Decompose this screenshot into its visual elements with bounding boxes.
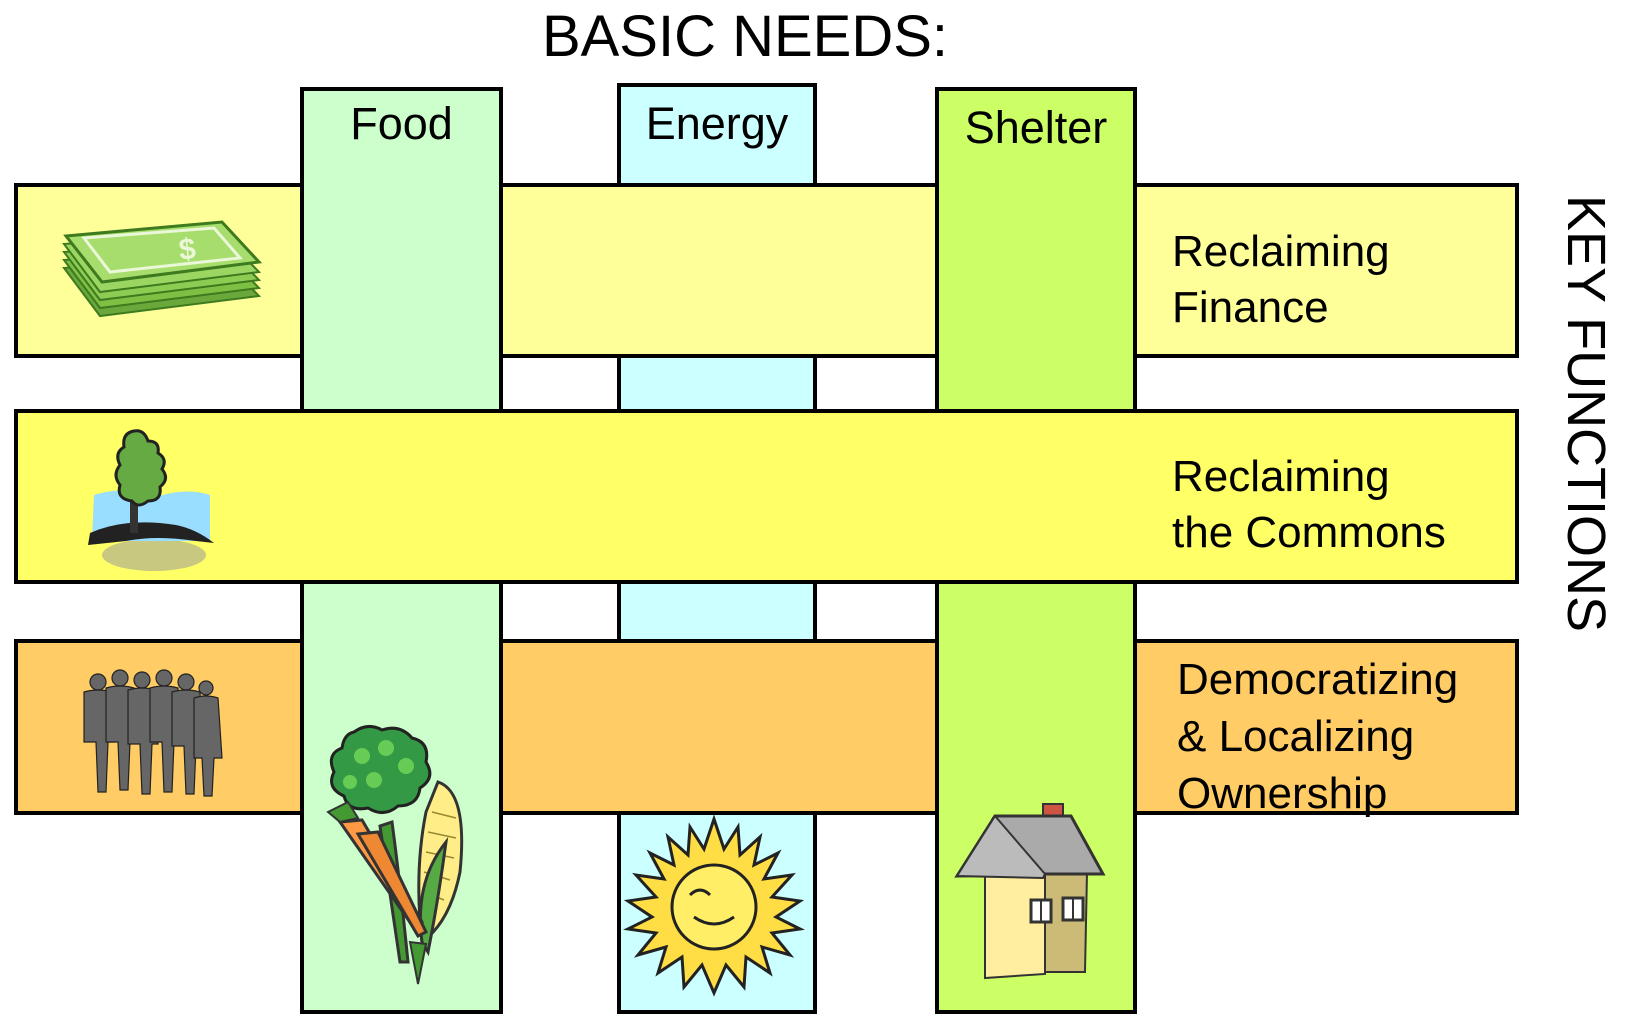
row-ownership [14,639,1519,815]
svg-text:$: $ [177,232,197,267]
diagram-title: BASIC NEEDS: [541,4,949,69]
side-label: KEY FUNCTIONS [1556,195,1630,775]
money-stack-icon: $ [62,220,263,318]
row-finance [14,183,1519,358]
column-food-over-finance [300,183,503,358]
row-label-finance: Reclaiming Finance [1172,227,1390,332]
row-commons [14,409,1519,584]
house-icon [954,803,1106,980]
side-label-text: KEY FUNCTIONS [1556,195,1616,633]
row-label-ownership: Democratizing & Localizing Ownership [1177,655,1459,818]
sun-icon [623,814,805,997]
tree-landscape-icon [88,429,214,571]
column-header-food: Food [350,98,453,149]
column-header-energy: Energy [645,98,789,149]
column-shelter-over-ownership [935,639,1137,815]
row-label-commons: Reclaiming the Commons [1172,452,1446,557]
people-group-icon [83,669,223,797]
vegetables-icon [326,725,464,985]
column-header-shelter: Shelter [964,102,1108,153]
